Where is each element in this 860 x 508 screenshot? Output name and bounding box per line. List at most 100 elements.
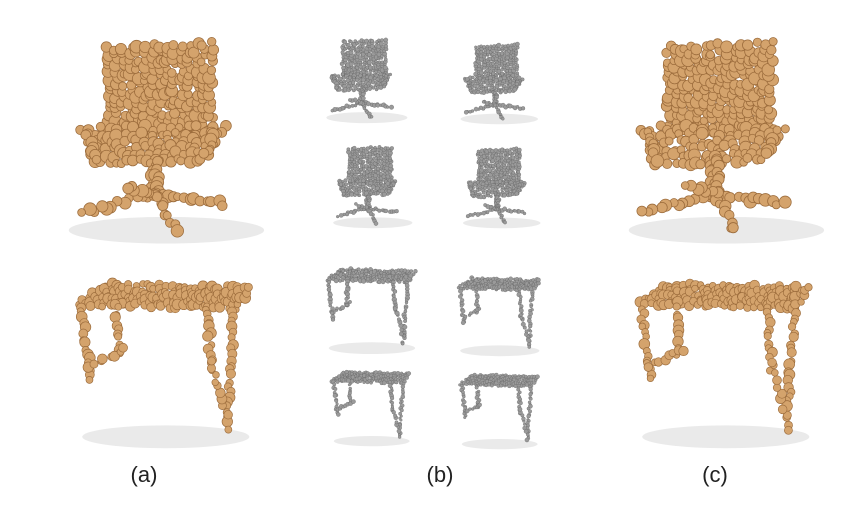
- point: [95, 121, 106, 132]
- point: [389, 396, 395, 401]
- point: [371, 86, 376, 90]
- point: [349, 209, 353, 214]
- point: [729, 303, 738, 312]
- point: [535, 374, 540, 379]
- point: [672, 302, 681, 311]
- point: [656, 201, 668, 214]
- point: [190, 120, 202, 132]
- point: [167, 68, 177, 78]
- table-point-cloud-icon: [456, 275, 541, 357]
- point: [486, 194, 491, 198]
- point: [506, 43, 510, 48]
- point: [363, 164, 369, 169]
- point: [514, 146, 519, 150]
- point: [478, 152, 483, 156]
- point: [766, 44, 777, 56]
- point: [509, 66, 513, 70]
- point: [507, 187, 512, 192]
- point: [367, 86, 373, 91]
- point: [330, 310, 335, 315]
- point: [386, 105, 390, 109]
- table-sample-2: [445, 268, 551, 358]
- point: [344, 297, 349, 301]
- point: [374, 59, 378, 64]
- point: [516, 170, 521, 174]
- point: [343, 178, 348, 183]
- ground-shadow: [333, 217, 413, 229]
- point: [351, 399, 356, 404]
- point: [382, 65, 388, 71]
- point: [77, 208, 86, 217]
- point: [373, 145, 377, 150]
- point: [330, 108, 335, 113]
- point: [330, 317, 336, 322]
- point: [477, 402, 482, 407]
- point: [496, 163, 501, 168]
- point: [356, 267, 361, 272]
- point: [500, 188, 504, 192]
- point: [460, 308, 466, 314]
- point: [389, 104, 394, 110]
- point: [536, 277, 541, 283]
- point: [521, 106, 526, 111]
- point: [382, 84, 386, 89]
- point: [465, 77, 470, 82]
- point: [378, 41, 384, 47]
- point: [335, 402, 339, 406]
- point: [772, 125, 782, 135]
- point: [344, 182, 349, 187]
- point: [473, 71, 478, 77]
- point: [97, 353, 108, 365]
- point: [340, 305, 345, 311]
- point: [514, 191, 519, 196]
- point: [772, 375, 782, 386]
- point: [490, 170, 495, 175]
- ground-shadow: [333, 435, 410, 447]
- point: [498, 83, 502, 87]
- point: [118, 81, 128, 91]
- point: [521, 416, 526, 421]
- point: [519, 295, 523, 299]
- point: [349, 87, 353, 91]
- point: [368, 184, 372, 188]
- point: [109, 350, 120, 362]
- point: [332, 393, 338, 398]
- point: [404, 300, 409, 305]
- point: [365, 75, 369, 79]
- table-input-a: [42, 262, 282, 452]
- point: [742, 39, 754, 51]
- point: [344, 46, 348, 50]
- point: [470, 277, 475, 281]
- ground-shadow: [642, 425, 810, 449]
- point: [508, 276, 514, 282]
- point: [458, 288, 463, 294]
- point: [353, 103, 358, 108]
- caption-a: (a): [130, 462, 158, 487]
- point: [389, 146, 394, 151]
- point: [388, 156, 392, 161]
- point: [397, 279, 402, 284]
- point: [507, 88, 513, 94]
- point: [361, 44, 365, 49]
- point: [344, 303, 349, 307]
- point: [118, 342, 128, 353]
- table-point-cloud-icon: [329, 369, 411, 447]
- ground-shadow: [328, 342, 416, 355]
- point: [784, 425, 793, 435]
- point: [483, 203, 488, 207]
- caption-b: (b): [426, 462, 454, 487]
- point: [481, 100, 486, 104]
- point: [362, 160, 366, 164]
- point: [109, 311, 121, 323]
- table-point-cloud-icon: [75, 277, 253, 449]
- point: [500, 71, 505, 76]
- point: [377, 38, 381, 42]
- point: [371, 213, 375, 217]
- table-sample-3: [318, 362, 422, 448]
- point: [465, 214, 470, 219]
- point: [767, 357, 777, 368]
- point: [518, 400, 523, 406]
- point: [355, 77, 360, 83]
- point: [346, 147, 351, 152]
- point: [399, 327, 404, 332]
